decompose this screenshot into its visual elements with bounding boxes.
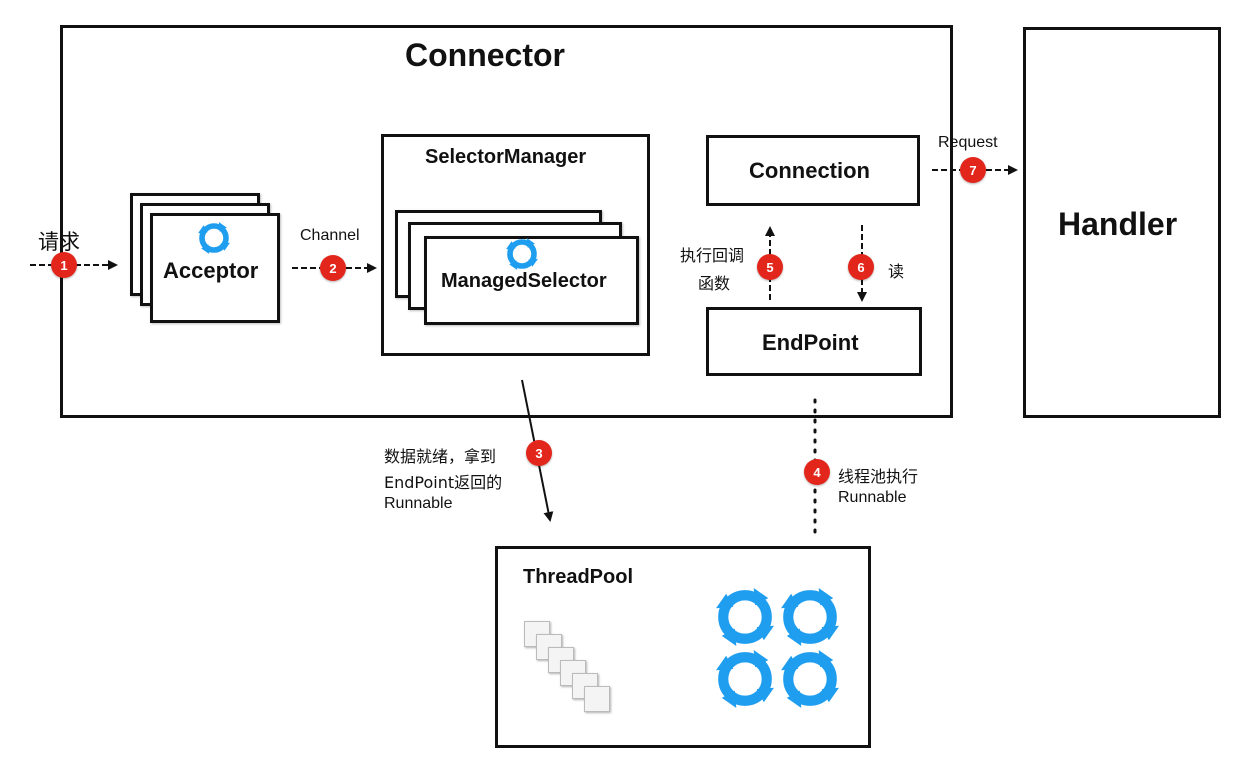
step-badge-3: 3 [526,440,552,466]
managed-selector-label: ManagedSelector [441,270,607,292]
threadpool-title: ThreadPool [523,566,634,588]
ready-label-line3: Runnable [384,495,453,512]
cycle-arrows-icon [716,588,774,646]
cycle-arrows-icon [781,588,839,646]
pool-label-line2: Runnable [838,489,907,506]
connector-title: Connector [405,37,565,73]
ready-label-line2: EndPoint返回的 [384,473,503,492]
step-badge-6: 6 [848,254,874,280]
cycle-arrows-icon [198,222,230,254]
step-badge-2: 2 [320,255,346,281]
step-badge-1: 1 [51,252,77,278]
step-badge-7: 7 [960,157,986,183]
handler-box [1023,27,1221,418]
step-badge-5: 5 [757,254,783,280]
connection-label: Connection [749,158,870,183]
endpoint-box [706,307,922,376]
ready-label-line1: 数据就绪，拿到 [384,447,497,466]
pool-label-line1: 线程池执行 [838,467,919,486]
endpoint-label: EndPoint [762,330,859,355]
task-paper [584,686,610,712]
connection-box [706,135,920,206]
callback-label-line1: 执行回调 [680,246,745,265]
request-out-label: Request [938,134,998,151]
step-badge-4: 4 [804,459,830,485]
cycle-arrows-icon [716,650,774,708]
connector-box [60,25,953,418]
request-in-label: 请求 [38,230,80,254]
callback-label-line2: 函数 [698,274,731,293]
channel-label: Channel [300,227,360,244]
read-label: 读 [888,262,905,281]
acceptor-label: Acceptor [163,258,259,283]
handler-title: Handler [1058,206,1178,242]
selector-manager-title: SelectorManager [425,146,587,168]
cycle-arrows-icon [506,238,538,270]
acceptor-card [150,213,280,323]
cycle-arrows-icon [781,650,839,708]
